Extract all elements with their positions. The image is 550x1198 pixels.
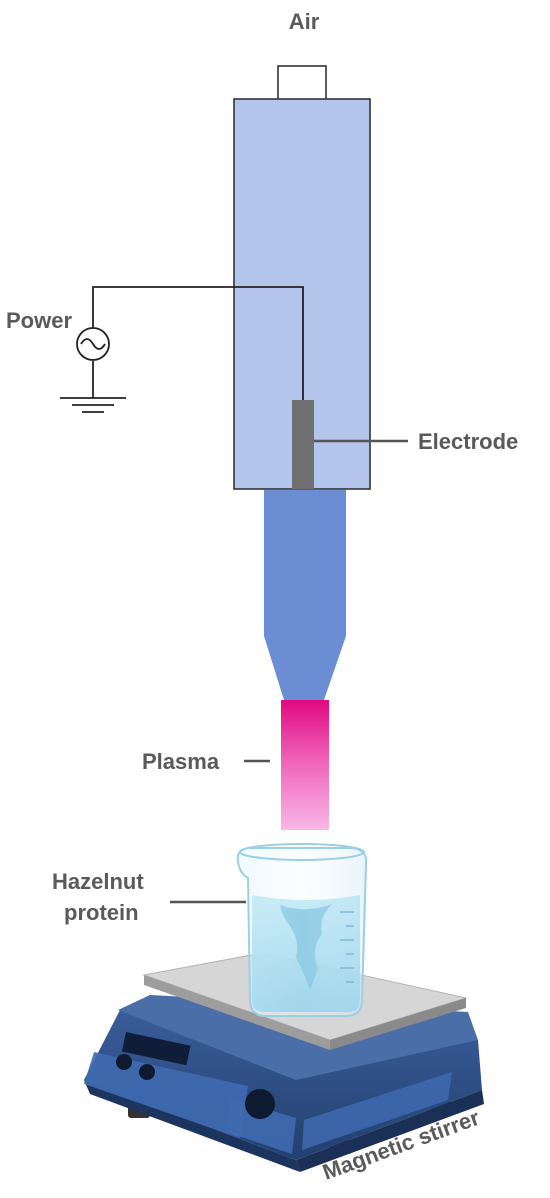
stirrer-display bbox=[121, 1032, 191, 1066]
plasma-nozzle bbox=[264, 490, 346, 700]
stirrer-speed-knob bbox=[245, 1089, 275, 1119]
electrode bbox=[292, 400, 314, 489]
plasma-jet bbox=[281, 700, 329, 830]
hazelnut-label-line1: Hazelnut bbox=[52, 869, 144, 894]
power-label: Power bbox=[6, 308, 72, 333]
electrode-label: Electrode bbox=[418, 429, 518, 454]
magnetic-stirrer bbox=[84, 952, 484, 1172]
stirrer-button bbox=[116, 1054, 132, 1070]
ground-icon bbox=[60, 397, 126, 413]
power-circuit bbox=[92, 286, 304, 402]
stirrer-button bbox=[139, 1064, 155, 1080]
air-inlet bbox=[277, 65, 327, 101]
air-label: Air bbox=[289, 9, 320, 34]
hazelnut-label-line2: protein bbox=[64, 900, 139, 925]
beaker bbox=[236, 843, 368, 1017]
plasma-label: Plasma bbox=[142, 749, 220, 774]
ac-power-source-icon bbox=[76, 327, 110, 361]
